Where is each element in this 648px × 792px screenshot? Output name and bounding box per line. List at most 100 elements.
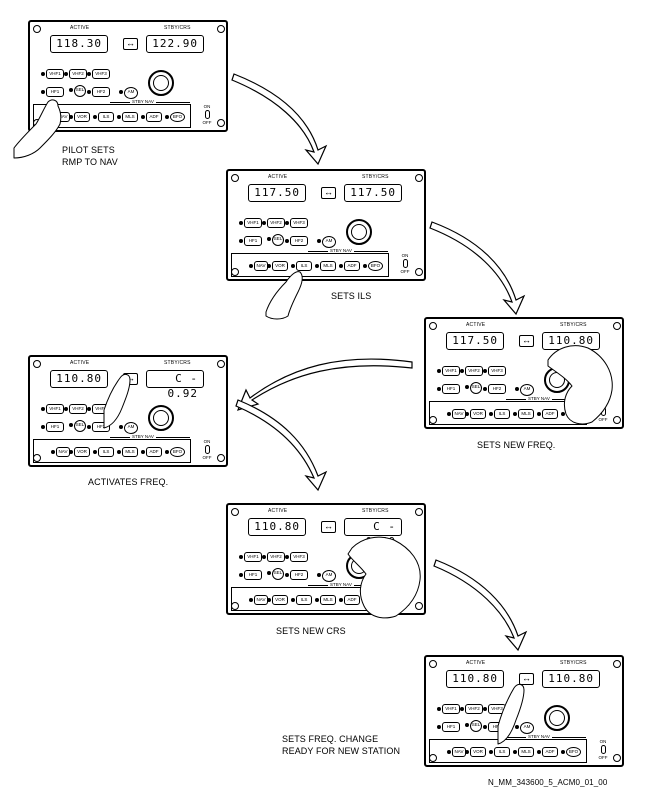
- vhf3-button[interactable]: VHF3: [290, 218, 308, 228]
- mls-button[interactable]: MLS: [122, 112, 138, 122]
- adf-button[interactable]: ADF: [344, 595, 360, 605]
- ils-button[interactable]: ILS: [296, 261, 312, 271]
- transfer-button[interactable]: ↔: [321, 521, 336, 533]
- transfer-button[interactable]: ↔: [519, 335, 534, 347]
- flow-arrow-3: [236, 358, 413, 411]
- sel-button[interactable]: SEL: [470, 382, 482, 394]
- stby-nav-label: STBY NAV: [130, 434, 156, 439]
- vhf1-button[interactable]: VHF1: [442, 704, 460, 714]
- hf1-button[interactable]: HF1: [244, 236, 262, 246]
- hf2-button[interactable]: HF2: [92, 422, 110, 432]
- vhf2-button[interactable]: VHF2: [465, 704, 483, 714]
- vhf2-button[interactable]: VHF2: [267, 218, 285, 228]
- hf2-button[interactable]: HF2: [290, 236, 308, 246]
- ils-button[interactable]: ILS: [98, 447, 114, 457]
- vhf2-button[interactable]: VHF2: [465, 366, 483, 376]
- am-button[interactable]: AM: [520, 722, 534, 734]
- mls-button[interactable]: MLS: [518, 409, 534, 419]
- mounting-screw: [231, 174, 239, 182]
- flow-arrow-4: [235, 399, 328, 492]
- indicator-light: [489, 412, 493, 416]
- active-label: ACTIVE: [70, 360, 90, 366]
- vor-button[interactable]: VOR: [272, 261, 288, 271]
- am-button[interactable]: AM: [322, 236, 336, 248]
- indicator-light: [69, 450, 73, 454]
- hf2-button[interactable]: HF2: [488, 384, 506, 394]
- am-button[interactable]: AM: [520, 384, 534, 396]
- vhf2-button[interactable]: VHF2: [69, 69, 87, 79]
- mls-button[interactable]: MLS: [518, 747, 534, 757]
- indicator-light: [93, 450, 97, 454]
- vhf3-button[interactable]: VHF3: [488, 366, 506, 376]
- tuning-knob[interactable]: [346, 219, 372, 245]
- active-frequency-display: 118.30: [50, 35, 108, 53]
- tuning-knob[interactable]: [148, 70, 174, 96]
- bfo-button[interactable]: BFO: [170, 112, 185, 122]
- sel-button[interactable]: SEL: [470, 720, 482, 732]
- adf-button[interactable]: ADF: [344, 261, 360, 271]
- tuning-knob[interactable]: [148, 405, 174, 431]
- mounting-screw: [217, 360, 225, 368]
- hf1-button[interactable]: HF1: [442, 384, 460, 394]
- indicator-light: [87, 72, 91, 76]
- vhf1-button[interactable]: VHF1: [442, 366, 460, 376]
- sel-button[interactable]: SEL: [272, 234, 284, 246]
- vor-button[interactable]: VOR: [74, 447, 90, 457]
- adf-button[interactable]: ADF: [146, 447, 162, 457]
- vor-button[interactable]: VOR: [470, 747, 486, 757]
- vhf2-button[interactable]: VHF2: [267, 552, 285, 562]
- tuning-knob[interactable]: [544, 705, 570, 731]
- am-button[interactable]: AM: [322, 570, 336, 582]
- sel-button[interactable]: SEL: [74, 420, 86, 432]
- am-button[interactable]: AM: [124, 422, 138, 434]
- vhf1-button[interactable]: VHF1: [46, 69, 64, 79]
- vor-button[interactable]: VOR: [74, 112, 90, 122]
- transfer-button[interactable]: ↔: [321, 187, 336, 199]
- transfer-button[interactable]: ↔: [519, 673, 534, 685]
- hf1-button[interactable]: HF1: [46, 422, 64, 432]
- active-label: ACTIVE: [466, 322, 486, 328]
- hf1-button[interactable]: HF1: [244, 570, 262, 580]
- transfer-button[interactable]: ↔: [123, 38, 138, 50]
- am-button[interactable]: AM: [124, 87, 138, 99]
- vor-button[interactable]: VOR: [470, 409, 486, 419]
- indicator-light: [41, 90, 45, 94]
- vhf3-button[interactable]: VHF3: [92, 69, 110, 79]
- hf1-button[interactable]: HF1: [46, 87, 64, 97]
- mounting-screw: [429, 660, 437, 668]
- vhf2-button[interactable]: VHF2: [69, 404, 87, 414]
- indicator-light: [267, 571, 271, 575]
- stby-nav-label: STBY NAV: [130, 99, 156, 104]
- adf-button[interactable]: ADF: [146, 112, 162, 122]
- adf-button[interactable]: ADF: [542, 409, 558, 419]
- indicator-light: [262, 221, 266, 225]
- bfo-button[interactable]: BFO: [368, 261, 383, 271]
- sel-button[interactable]: SEL: [74, 85, 86, 97]
- vor-button[interactable]: VOR: [272, 595, 288, 605]
- hf2-button[interactable]: HF2: [92, 87, 110, 97]
- vhf1-button[interactable]: VHF1: [244, 218, 262, 228]
- hf1-button[interactable]: HF1: [442, 722, 460, 732]
- mls-button[interactable]: MLS: [320, 595, 336, 605]
- ils-button[interactable]: ILS: [296, 595, 312, 605]
- bfo-button[interactable]: BFO: [170, 447, 185, 457]
- mls-button[interactable]: MLS: [320, 261, 336, 271]
- vhf1-button[interactable]: VHF1: [244, 552, 262, 562]
- indicator-light: [249, 264, 253, 268]
- ils-button[interactable]: ILS: [98, 112, 114, 122]
- bfo-button[interactable]: BFO: [566, 747, 581, 757]
- stby-nav-group: [33, 104, 191, 128]
- adf-button[interactable]: ADF: [542, 747, 558, 757]
- hf2-button[interactable]: HF2: [290, 570, 308, 580]
- vhf1-button[interactable]: VHF1: [46, 404, 64, 414]
- ils-button[interactable]: ILS: [494, 409, 510, 419]
- sel-button[interactable]: SEL: [272, 568, 284, 580]
- ils-button[interactable]: ILS: [494, 747, 510, 757]
- indicator-light: [239, 239, 243, 243]
- vhf3-button[interactable]: VHF3: [290, 552, 308, 562]
- mls-button[interactable]: MLS: [122, 447, 138, 457]
